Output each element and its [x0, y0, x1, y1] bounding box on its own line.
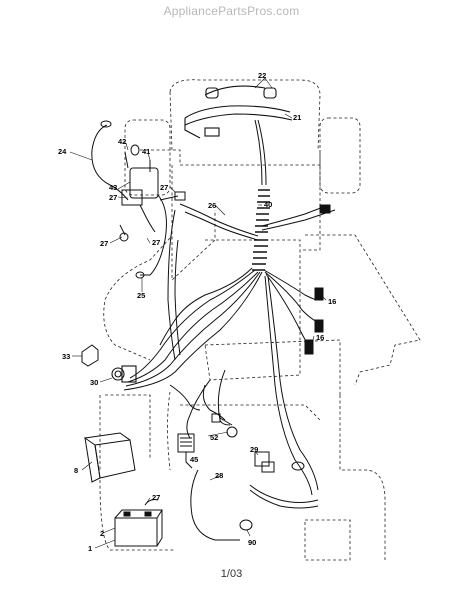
ignition-switch — [111, 365, 137, 383]
callout-16-a: 16 — [328, 297, 336, 306]
callout-45: 45 — [190, 455, 198, 464]
callout-41: 41 — [142, 147, 150, 156]
battery-box — [84, 432, 136, 483]
right-connectors — [304, 204, 331, 355]
callout-26: 26 — [208, 201, 216, 210]
callout-8: 8 — [74, 466, 78, 475]
callout-90: 90 — [248, 538, 256, 547]
callout-30: 30 — [90, 378, 98, 387]
callout-22: 22 — [258, 71, 266, 80]
callout-52: 52 — [210, 433, 218, 442]
callout-28: 28 — [215, 471, 223, 480]
corrugated-conduit — [252, 189, 270, 271]
page-number: 1/03 — [220, 568, 243, 580]
callout-43: 43 — [109, 183, 117, 192]
callout-27-e: 27 — [152, 493, 160, 502]
callout-labels: 22 21 24 42 41 43 27 27 26 40 27 27 25 1… — [58, 71, 336, 553]
callout-21: 21 — [293, 113, 301, 122]
switch-part — [81, 344, 99, 367]
battery — [114, 499, 163, 547]
solenoid-assembly — [91, 120, 186, 279]
callout-1: 1 — [88, 544, 92, 553]
callout-33: 33 — [62, 352, 70, 361]
callout-24: 24 — [58, 147, 67, 156]
callout-2: 2 — [100, 529, 104, 538]
watermark: AppliancePartsPros.com — [163, 4, 300, 18]
callout-29: 29 — [250, 445, 258, 454]
callout-27-b: 27 — [160, 183, 168, 192]
top-strap — [184, 85, 293, 139]
callout-40: 40 — [264, 200, 272, 209]
callout-27-c: 27 — [100, 239, 108, 248]
callout-25: 25 — [137, 291, 145, 300]
callout-27-d: 27 — [152, 238, 160, 247]
callout-27-a: 27 — [109, 193, 117, 202]
wire-harness — [123, 119, 336, 496]
callout-16-b: 16 — [316, 333, 324, 342]
bottom-right-components — [249, 451, 319, 509]
callout-42: 42 — [118, 137, 126, 146]
leader-lines — [69, 77, 327, 549]
